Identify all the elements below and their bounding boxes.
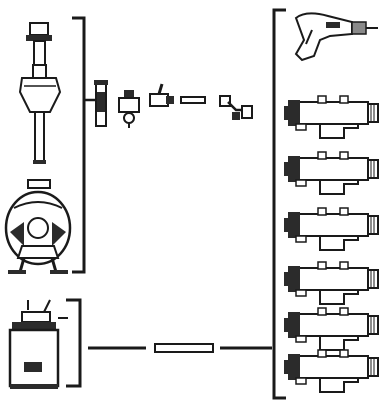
fluid-regulator [118, 90, 140, 128]
ball-valve [149, 83, 174, 107]
automatic-gun-4 [283, 261, 379, 305]
diaphragm-pump [4, 179, 72, 274]
piston-pump [18, 22, 62, 164]
tank-bracket [66, 298, 82, 388]
manual-spray-gun [294, 12, 378, 62]
automatic-gun-6 [283, 349, 379, 393]
automatic-gun-5 [283, 307, 379, 351]
automatic-gun-3 [283, 207, 379, 251]
hose-segment [180, 96, 206, 104]
fluid-filter [94, 80, 108, 127]
applicator-bracket [272, 8, 286, 400]
pump-bracket [72, 16, 86, 274]
hose-section [154, 343, 214, 353]
automatic-gun-2 [283, 151, 379, 195]
swivel-fitting [219, 95, 253, 120]
automatic-gun-1 [283, 95, 379, 139]
pressure-tank [8, 299, 68, 389]
